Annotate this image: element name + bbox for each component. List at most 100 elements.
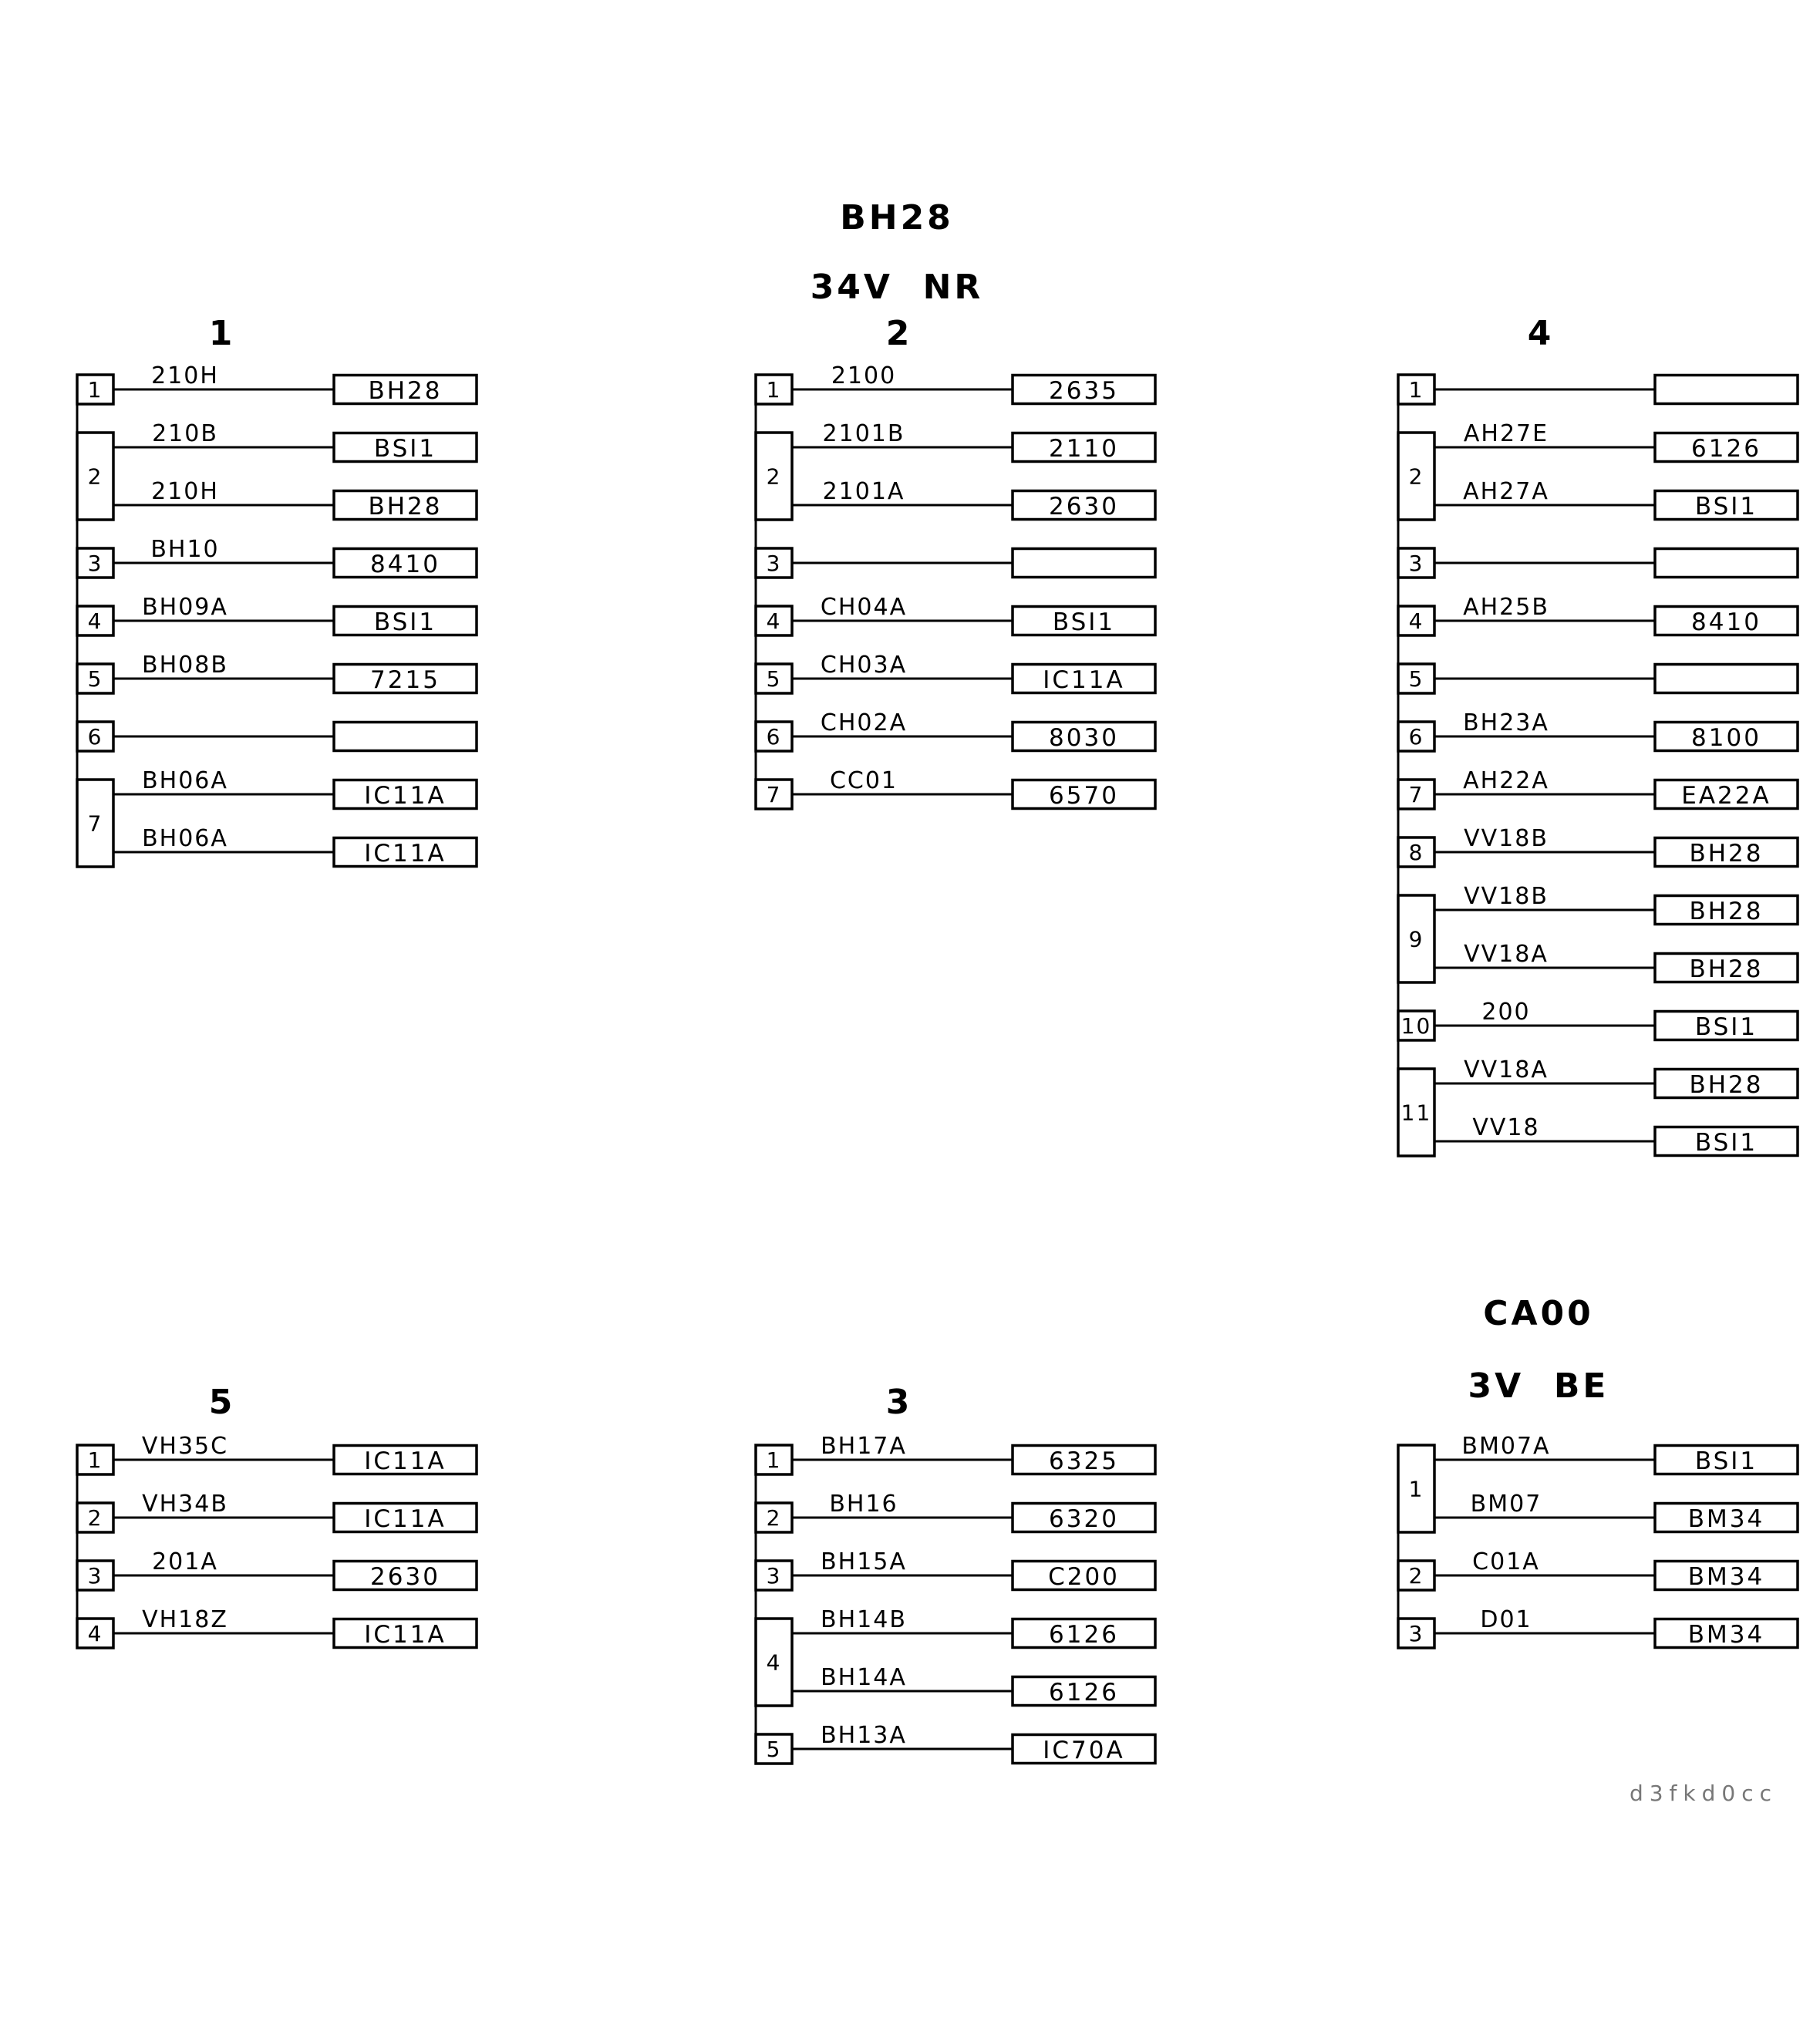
- wire-label: VV18: [1472, 1114, 1539, 1141]
- destination-label: 6570: [1049, 782, 1119, 810]
- pin-box: [76, 1444, 115, 1476]
- wire-label: BH14B: [821, 1606, 907, 1633]
- wire-label: BH06A: [142, 825, 228, 852]
- destination-box: [332, 605, 478, 637]
- destination-box: [1011, 605, 1157, 637]
- wire-label: D01: [1480, 1606, 1532, 1633]
- pin-number: 3: [1409, 551, 1424, 576]
- connector-4: 412AH27E6126AH27ABSI134AH25B841056BH23A8…: [1397, 314, 1799, 1157]
- wire-label: C01A: [1472, 1548, 1540, 1575]
- destination-box: [332, 1501, 478, 1534]
- wire-label: VH18Z: [142, 1606, 228, 1633]
- destination-box: [332, 1444, 478, 1476]
- destination-label: IC70A: [1043, 1737, 1124, 1764]
- destination-box: [1011, 1617, 1157, 1649]
- destination-box: [1653, 1444, 1799, 1476]
- destination-box: [1653, 1125, 1799, 1157]
- pin-number: 10: [1401, 1013, 1432, 1039]
- pin-number: 3: [767, 551, 782, 576]
- destination-box: [332, 373, 478, 406]
- pin-number: 1: [1409, 377, 1424, 403]
- destination-box: [1653, 894, 1799, 926]
- pin-box: [754, 662, 794, 695]
- destination-box: [1011, 1675, 1157, 1707]
- destination-label: BSI1: [1695, 1129, 1758, 1157]
- pin-number: 7: [88, 811, 103, 837]
- pin-box: [754, 431, 794, 521]
- wire-label: BH10: [150, 536, 219, 563]
- destination-label: BH28: [1689, 1071, 1763, 1099]
- destination-label: 6126: [1049, 1679, 1119, 1707]
- destination-label: IC11A: [364, 1621, 446, 1649]
- destination-label: 7215: [370, 666, 440, 694]
- diagram-subtitle: 34V NR: [811, 268, 984, 307]
- pin-number: 4: [767, 1650, 782, 1676]
- pin-number: 6: [1409, 724, 1424, 750]
- connector-number: 2: [886, 314, 912, 353]
- wire-label: VV18B: [1464, 883, 1549, 910]
- destination-label: 8410: [1691, 608, 1761, 636]
- wire-label: BH23A: [1463, 709, 1549, 736]
- pin-number: 1: [88, 1447, 103, 1473]
- destination-box: [332, 836, 478, 868]
- destination-box: [1653, 1617, 1799, 1649]
- pin-number: 5: [767, 666, 782, 692]
- secondary-subtitle: 3V BE: [1468, 1366, 1609, 1406]
- destination-box: [1653, 720, 1799, 753]
- document-stamp: d3fkd0cc: [1630, 1781, 1778, 1806]
- destination-label: BM34: [1688, 1563, 1764, 1591]
- destination-label: IC11A: [364, 1505, 446, 1533]
- pin-number: 7: [767, 782, 782, 807]
- wire-label: BH09A: [142, 594, 228, 621]
- destination-label: BH28: [1689, 955, 1763, 983]
- destination-box: [332, 720, 478, 753]
- destination-box: [1653, 373, 1799, 406]
- pin-number: 9: [1409, 927, 1424, 952]
- destination-label: 2630: [370, 1563, 440, 1591]
- wire-label: BM07A: [1461, 1433, 1550, 1460]
- destination-label: EA22A: [1681, 782, 1771, 810]
- connector-number: 4: [1528, 314, 1553, 353]
- destination-label: 2110: [1049, 435, 1119, 463]
- destination-label: BSI1: [1053, 608, 1115, 636]
- pin-number: 2: [767, 464, 782, 490]
- pin-number: 2: [1409, 464, 1424, 490]
- destination-label: BM34: [1688, 1505, 1764, 1533]
- wire-label: VV18A: [1464, 1056, 1549, 1083]
- pin-box: [754, 720, 794, 753]
- destination-label: BH28: [1689, 898, 1763, 925]
- destination-box: [1653, 836, 1799, 868]
- wire-label: CC01: [830, 767, 898, 794]
- destination-box: [1653, 547, 1799, 579]
- pin-number: 3: [767, 1563, 782, 1589]
- destination-label: BSI1: [1695, 493, 1758, 521]
- destination-box: [1011, 547, 1157, 579]
- wire-label: 2101A: [823, 478, 905, 505]
- wire-label: BH08B: [142, 652, 228, 679]
- destination-box: [1011, 1733, 1157, 1765]
- wire-label: BH16: [829, 1491, 898, 1518]
- wire-label: BH17A: [821, 1433, 907, 1460]
- pin-number: 2: [88, 464, 103, 490]
- wire-label: BM07: [1471, 1491, 1542, 1518]
- destination-label: IC11A: [364, 1447, 446, 1475]
- diagram-title: BH28: [840, 198, 954, 238]
- destination-label: 6320: [1049, 1505, 1119, 1533]
- destination-box: [1653, 952, 1799, 984]
- destination-label: BH28: [1689, 840, 1763, 868]
- pin-number: 1: [767, 1447, 782, 1473]
- pin-box: [76, 547, 115, 579]
- pin-number: 4: [1409, 608, 1424, 634]
- wire-label: 210H: [151, 478, 219, 505]
- destination-box: [332, 431, 478, 463]
- destination-box: [1653, 1559, 1799, 1592]
- destination-label: BSI1: [1695, 1013, 1758, 1041]
- destination-box: [1653, 1009, 1799, 1042]
- pin-number: 11: [1401, 1100, 1432, 1126]
- destination-box: [1653, 778, 1799, 810]
- wire-label: VV18A: [1464, 941, 1549, 968]
- destination-box: [1011, 662, 1157, 695]
- destination-box: [332, 1617, 478, 1649]
- secondary-title: CA00: [1483, 1294, 1594, 1333]
